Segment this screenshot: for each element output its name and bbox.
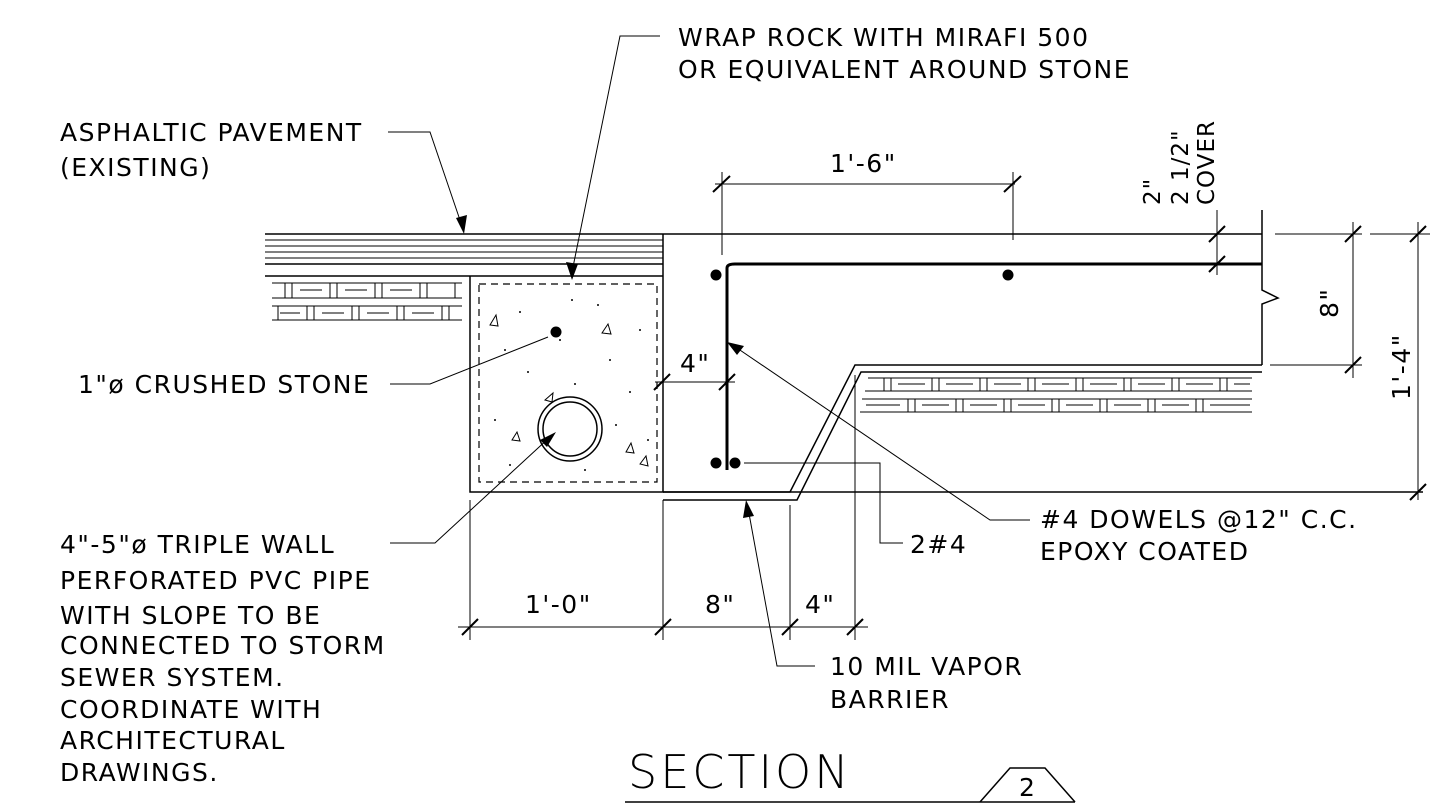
label-rebar: 2#4 [910,530,967,559]
dim-bottom-1: 1'-0" [525,590,592,619]
leaders [388,35,1030,667]
concrete-slab [663,210,1423,501]
dim-bottom-3: 4" [805,590,835,619]
label-vapor-line2: BARRIER [830,685,950,714]
label-wrap-rock-line1: WRAP ROCK WITH MIRAFI 500 [678,23,1089,52]
label-dowels-line2: EPOXY COATED [1040,537,1249,566]
rebar [710,262,1262,470]
label-asphalt-line2: (EXISTING) [60,153,211,182]
stone-trench [469,234,664,493]
dim-top-span: 1'-6" [830,149,897,178]
label-asphalt-line1: ASPHALTIC PAVEMENT [60,118,363,147]
pipe-line: 4"-5"ø TRIPLE WALL [60,530,335,559]
label-dowels-line1: #4 DOWELS @12" C.C. [1040,505,1358,534]
pipe-line: SEWER SYSTEM. [60,663,285,692]
section-title-text: SECTION [628,745,852,799]
dim-total-depth: 1'-4" [1387,333,1416,400]
pipe-line: DRAWINGS. [60,758,219,787]
soil-hatch-right [860,377,1252,413]
section-title: SECTION 2 [625,745,1076,803]
dim-offset: 4" [680,349,710,378]
pipe-line: ARCHITECTURAL [60,726,286,755]
soil-hatch-left [272,282,462,321]
pipe-line: PERFORATED PVC PIPE [60,566,371,595]
section-number: 2 [1019,773,1036,802]
label-pvc-pipe: 4"-5"ø TRIPLE WALL PERFORATED PVC PIPE W… [60,530,386,787]
dim-slab-depth: 8" [1315,288,1344,318]
label-wrap-rock-line2: OR EQUIVALENT AROUND STONE [678,55,1131,84]
dim-bottom-2: 8" [705,590,735,619]
label-vapor-line1: 10 MIL VAPOR [830,652,1023,681]
dimensions [458,172,1430,640]
pipe-line: CONNECTED TO STORM [60,631,386,660]
label-cover: COVER [1194,120,1220,205]
label-cover-2-half: 2 1/2" [1168,129,1194,205]
pipe-line: COORDINATE WITH [60,695,322,724]
label-cover-2in: 2" [1140,178,1166,205]
pipe-line: WITH SLOPE TO BE [60,601,321,630]
asphalt-pavement [265,233,1262,277]
label-crushed-stone: 1"ø CRUSHED STONE [78,370,370,399]
